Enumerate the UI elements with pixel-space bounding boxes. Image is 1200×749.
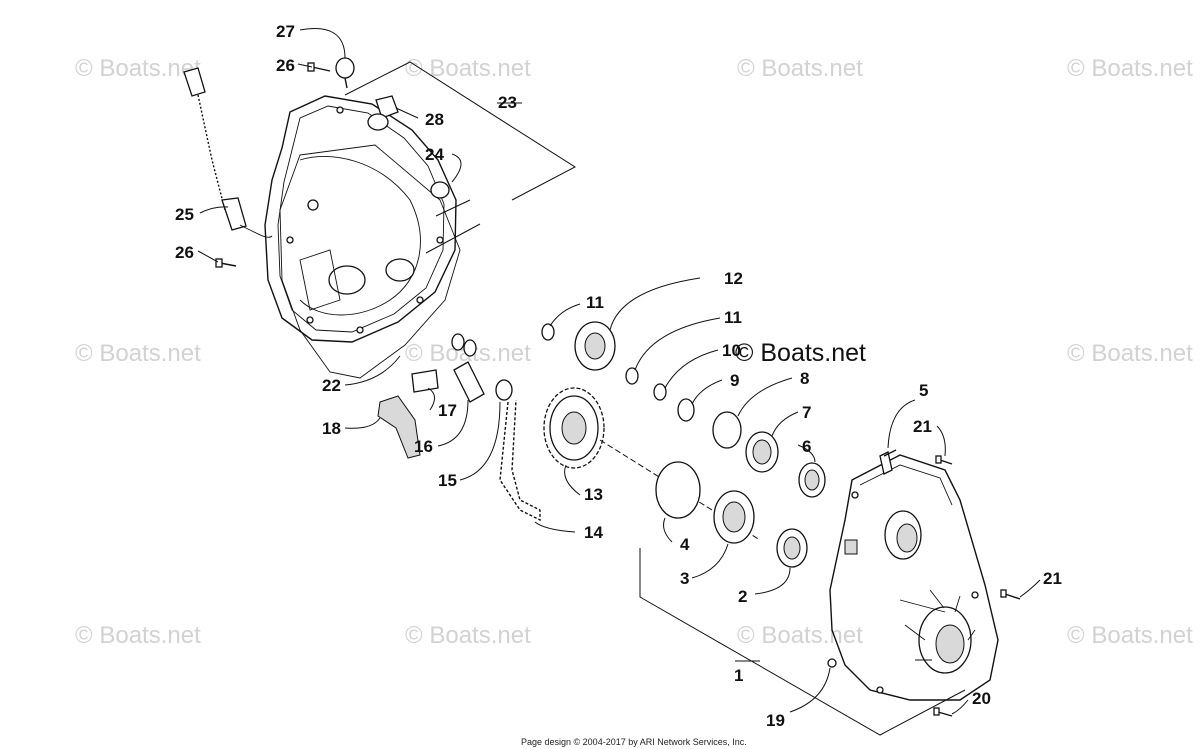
breather-fitting xyxy=(879,449,897,475)
circlip xyxy=(541,323,555,341)
callout-6: 6 xyxy=(802,437,811,456)
watermark: © Boats.net xyxy=(75,340,201,367)
seal xyxy=(430,181,450,199)
callout-20: 20 xyxy=(972,689,991,708)
washer xyxy=(625,367,639,385)
callout-11: 11 xyxy=(724,308,742,327)
callout-23: 23 xyxy=(498,93,517,112)
callout-1: 1 xyxy=(734,666,743,685)
washer xyxy=(677,398,695,422)
callout-7: 7 xyxy=(802,403,811,422)
copyright-footer: Page design © 2004-2017 by ARI Network S… xyxy=(521,737,747,747)
leader-lines xyxy=(197,28,1041,715)
callout-5: 5 xyxy=(919,381,928,400)
callout-17: 17 xyxy=(438,401,457,420)
chain xyxy=(499,399,541,522)
seal xyxy=(798,462,826,498)
watermark: © Boats.net xyxy=(1067,55,1193,82)
bolt xyxy=(1000,589,1021,600)
callout-21: 21 xyxy=(1043,569,1062,588)
tensioner-pad xyxy=(377,395,421,459)
callouts: 27 26 28 23 24 25 26 22 18 17 16 15 14 1… xyxy=(175,22,1062,730)
o-ring xyxy=(655,461,701,519)
watermark: © Boats.net xyxy=(405,622,531,649)
callout-15: 15 xyxy=(438,471,457,490)
snap-ring xyxy=(495,379,513,401)
sensor-cable xyxy=(183,67,273,238)
callout-19: 19 xyxy=(766,711,785,730)
watermark: © Boats.net xyxy=(75,55,201,82)
watermark: © Boats.net xyxy=(1067,340,1193,367)
callout-14: 14 xyxy=(584,523,603,542)
spring xyxy=(411,369,439,393)
callout-28: 28 xyxy=(425,110,444,129)
case-cover xyxy=(264,95,457,343)
callout-4: 4 xyxy=(680,535,690,554)
tensioner-arm xyxy=(451,333,485,403)
watermark: © Boats.net xyxy=(1067,622,1193,649)
small-gear xyxy=(574,321,616,371)
callout-22: 22 xyxy=(322,376,341,395)
gasket xyxy=(279,144,461,379)
watermarks: © Boats.net © Boats.net © Boats.net © Bo… xyxy=(75,55,1193,649)
callout-16: 16 xyxy=(414,437,433,456)
center-watermark: © Boats.net xyxy=(735,339,866,367)
watermark: © Boats.net xyxy=(75,622,201,649)
bolt xyxy=(215,258,237,268)
callout-25: 25 xyxy=(175,205,194,224)
callout-27: 27 xyxy=(276,22,295,41)
watermark: © Boats.net xyxy=(737,55,863,82)
seal xyxy=(776,528,808,568)
case-housing xyxy=(829,454,999,701)
callout-24: 24 xyxy=(425,145,444,164)
clamp xyxy=(335,57,355,89)
callout-11: 11 xyxy=(586,293,604,312)
callout-2: 2 xyxy=(738,587,747,606)
washer xyxy=(653,383,667,401)
dowel-pin xyxy=(827,658,837,668)
callout-18: 18 xyxy=(322,419,341,438)
callout-9: 9 xyxy=(730,371,739,390)
bolt xyxy=(933,707,953,717)
plug xyxy=(367,95,399,131)
callout-21: 21 xyxy=(913,417,932,436)
watermark: © Boats.net xyxy=(737,622,863,649)
callout-13: 13 xyxy=(584,485,603,504)
callout-26: 26 xyxy=(276,56,295,75)
bearing xyxy=(713,490,755,544)
callout-8: 8 xyxy=(800,369,809,388)
assembly-brackets xyxy=(344,61,966,736)
callout-10: 10 xyxy=(722,341,741,360)
callout-3: 3 xyxy=(680,569,689,588)
callout-12: 12 xyxy=(724,269,743,288)
watermark: © Boats.net xyxy=(405,55,531,82)
bolt xyxy=(935,455,953,465)
bearing xyxy=(745,431,779,473)
callout-26: 26 xyxy=(175,243,194,262)
large-gear xyxy=(543,387,605,469)
o-ring xyxy=(712,411,742,449)
